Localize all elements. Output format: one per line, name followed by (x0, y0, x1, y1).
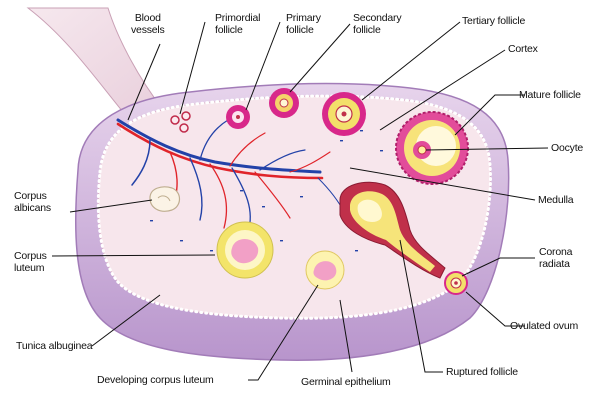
secondary-follicle (269, 88, 299, 118)
label-oocyte: Oocyte (551, 142, 583, 154)
mature-follicle (396, 112, 468, 184)
label-medulla: Medulla (538, 194, 573, 206)
corpus-luteum (217, 222, 273, 278)
label-ovulated-ovum: Ovulated ovum (510, 320, 578, 332)
corpus-albicans (150, 187, 180, 211)
label-cortex: Cortex (508, 43, 538, 55)
tertiary-follicle (322, 92, 366, 136)
label-tertiary-follicle: Tertiary follicle (462, 15, 525, 27)
label-mature-follicle: Mature follicle (519, 89, 581, 101)
developing-corpus-luteum (306, 251, 344, 289)
label-tunica-albuginea: Tunica albuginea (16, 340, 92, 352)
label-germinal-epithelium: Germinal epithelium (301, 376, 391, 388)
label-ruptured-follicle: Ruptured follicle (446, 366, 518, 378)
label-developing-corpus-luteum: Developing corpus luteum (97, 374, 214, 386)
